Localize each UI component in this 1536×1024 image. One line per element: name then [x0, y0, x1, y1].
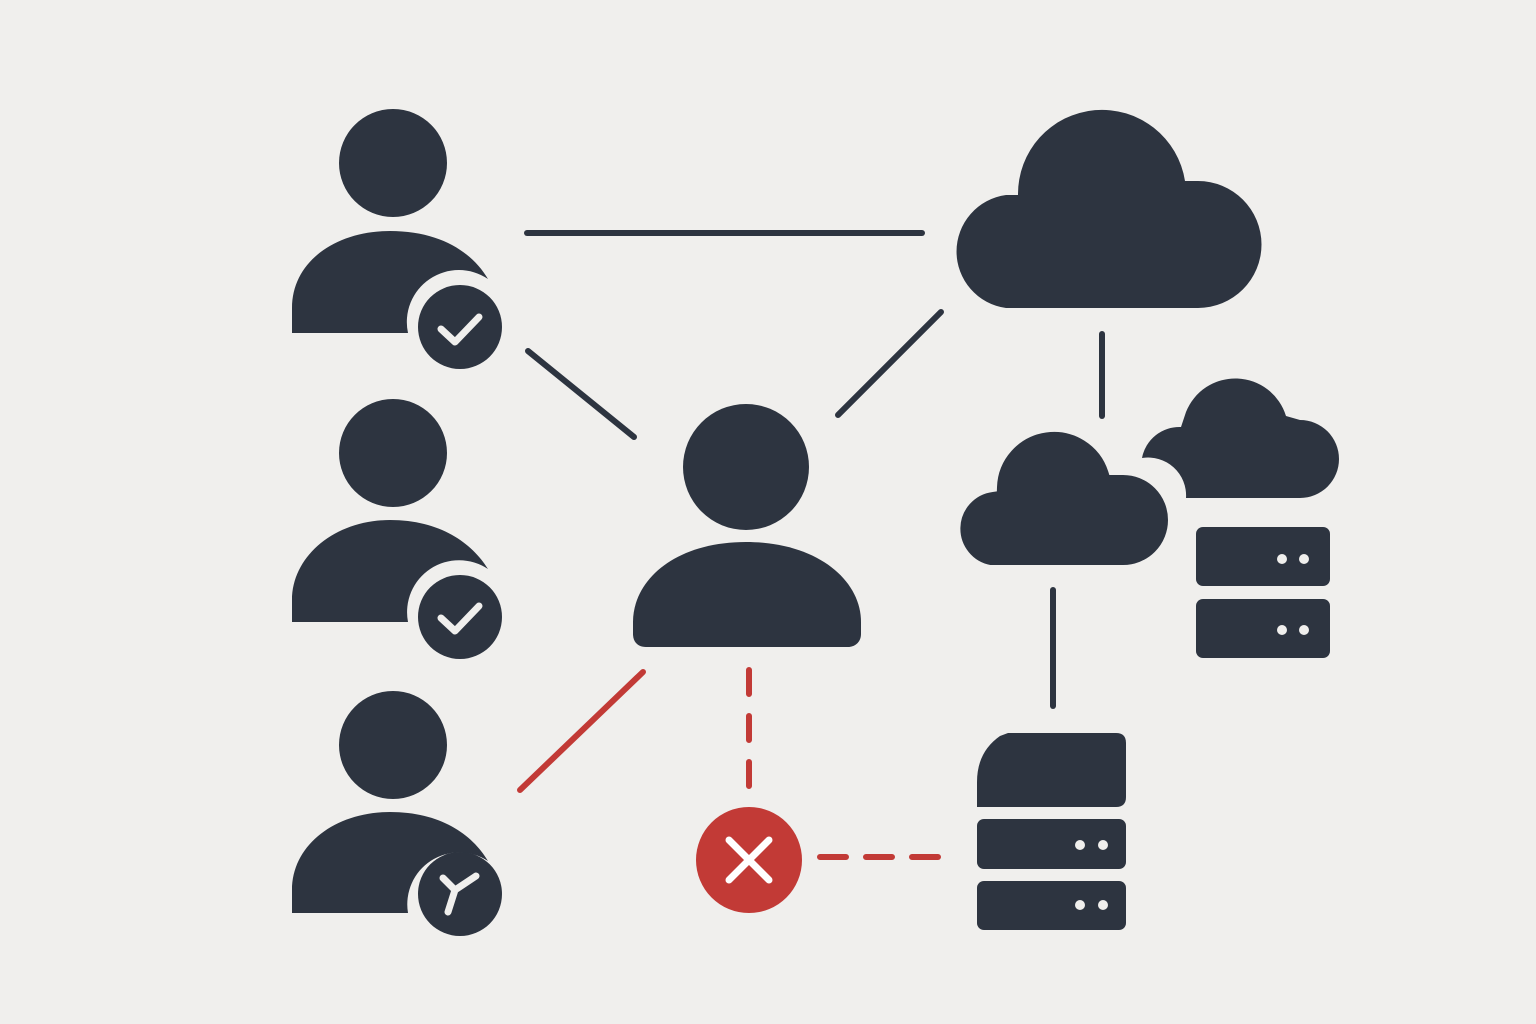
user-icon-top — [292, 109, 502, 369]
connection-user-top-to-user-center — [525, 348, 637, 440]
blocked-connection-indicator — [696, 807, 802, 913]
connection-user-center-to-user-bottom — [517, 669, 646, 793]
connection-user-center-to-cloud-large — [835, 309, 944, 418]
server-icon-main — [977, 733, 1126, 930]
verified-badge-icon — [418, 285, 502, 369]
cloud-icon-medium — [950, 421, 1178, 575]
x-icon — [725, 836, 773, 884]
cloud-icon-small — [1142, 378, 1339, 498]
user-icon-center — [633, 404, 861, 647]
cloud-icon-large — [956, 109, 1262, 308]
server-rack-icon-small — [1196, 527, 1330, 658]
connections — [517, 230, 1105, 860]
user-icon-middle — [292, 399, 502, 659]
check-icon — [437, 602, 483, 635]
user-icon-bottom — [292, 691, 502, 936]
check-icon — [437, 313, 483, 346]
check-icon — [439, 872, 480, 916]
verified-badge-icon — [418, 852, 502, 936]
verified-badge-icon — [418, 575, 502, 659]
